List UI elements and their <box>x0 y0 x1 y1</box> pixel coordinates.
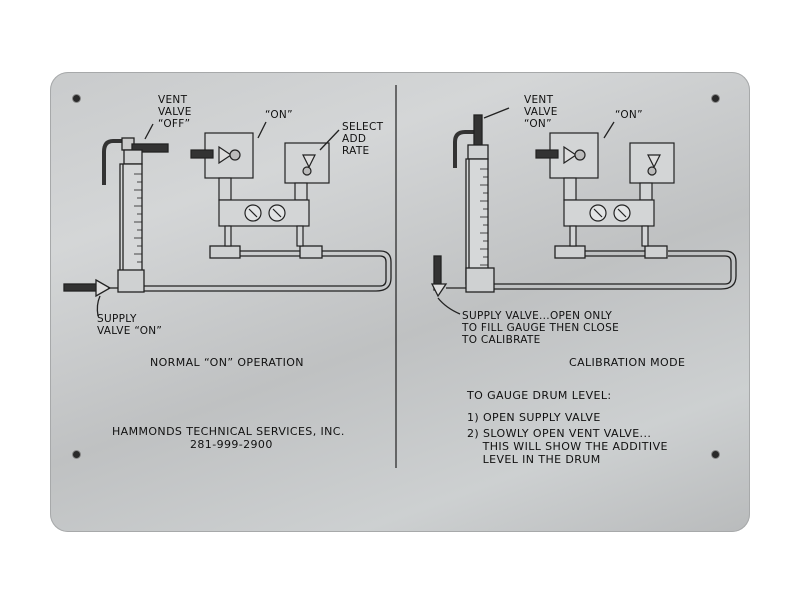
company-name: HAMMONDS TECHNICAL SERVICES, INC. <box>112 425 345 438</box>
calibration-mode-caption: CALIBRATION MODE <box>569 356 686 369</box>
pump-on-label: “ON” <box>265 109 293 121</box>
select-add-rate-label: SELECT ADD RATE <box>342 121 384 157</box>
instruction-step-1: 1) OPEN SUPPLY VALVE <box>467 411 601 424</box>
mount-hole <box>712 451 719 458</box>
right-diagram <box>430 107 737 315</box>
pump-on-label: “ON” <box>615 109 643 121</box>
instructions-title: TO GAUGE DRUM LEVEL: <box>467 389 612 402</box>
mount-hole <box>73 451 80 458</box>
vent-valve-off-label: VENT VALVE “OFF” <box>158 94 192 130</box>
mount-hole <box>712 95 719 102</box>
normal-operation-caption: NORMAL “ON” OPERATION <box>150 356 304 369</box>
company-phone: 281-999-2900 <box>190 438 273 451</box>
supply-valve-on-label: SUPPLY VALVE “ON” <box>97 313 163 337</box>
mount-hole <box>73 95 80 102</box>
left-diagram <box>63 121 392 317</box>
vent-valve-on-label: VENT VALVE “ON” <box>524 94 558 130</box>
instruction-step-2: 2) SLOWLY OPEN VENT VALVE... THIS WILL S… <box>467 427 668 466</box>
supply-valve-note: SUPPLY VALVE...OPEN ONLY TO FILL GAUGE T… <box>462 310 620 346</box>
